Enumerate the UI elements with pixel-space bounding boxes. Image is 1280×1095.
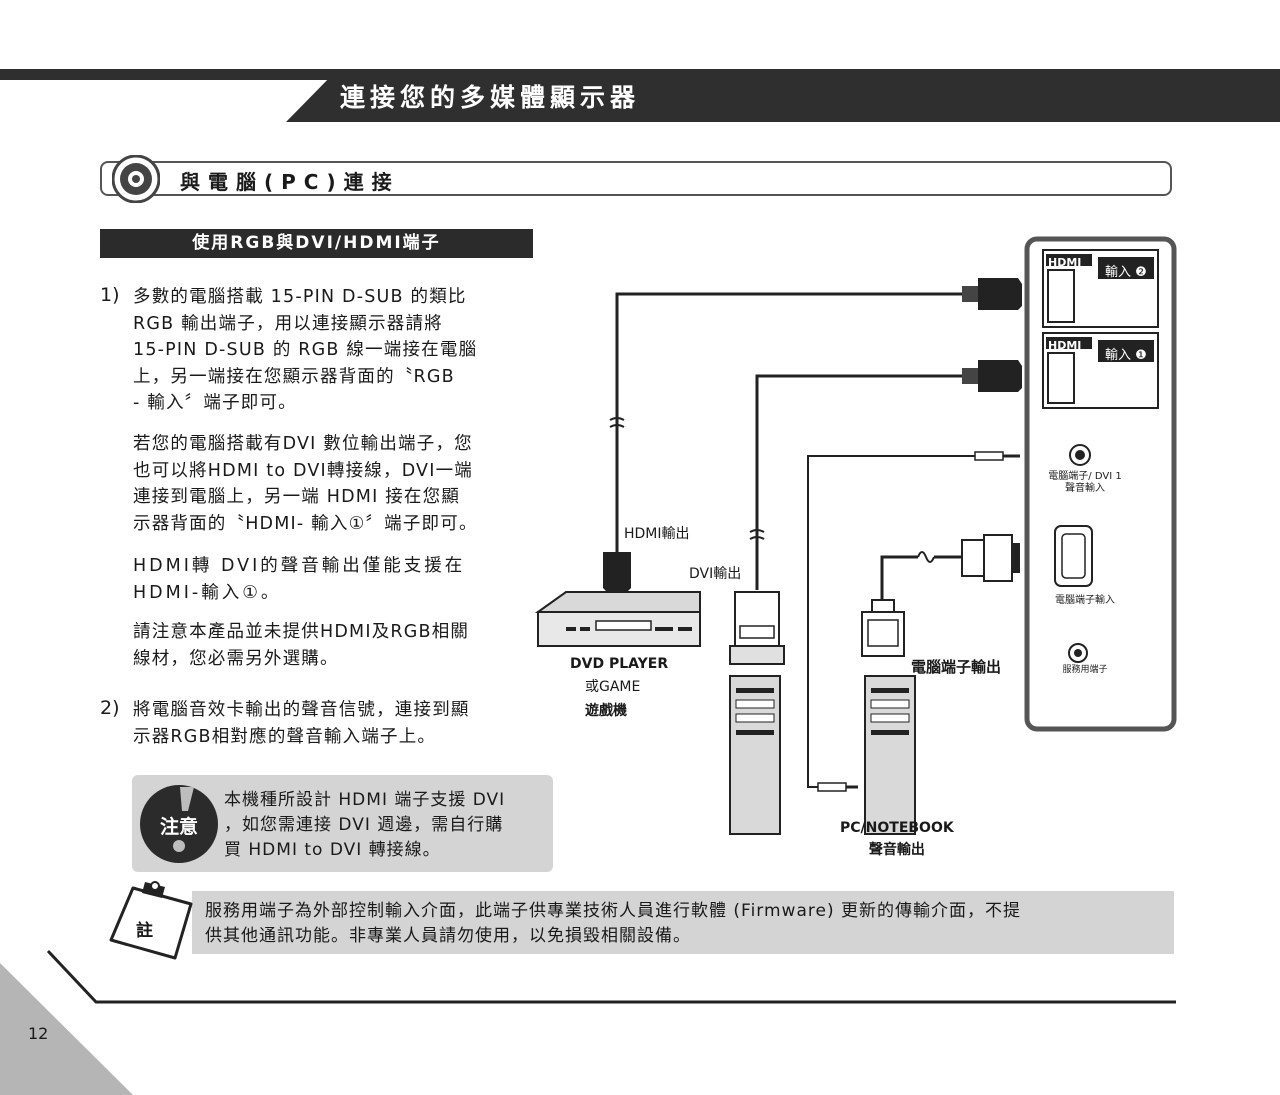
text-line: 將電腦音效卡輸出的聲音信號，連接到顯 xyxy=(133,700,470,720)
vga-cable xyxy=(880,555,918,610)
text-line: 線材，您必需另外選購。 xyxy=(133,648,339,669)
hdmi-cable-dvd xyxy=(615,292,962,552)
text-line: 請注意本產品並未提供HDMI及RGB相關 xyxy=(133,622,470,642)
hdmi-plug-dvd xyxy=(603,552,631,592)
text-line: 上，另一端接在您顯示器背面的〝RGB xyxy=(133,366,455,387)
subsection-title: 使用RGB與DVI/HDMI端子 xyxy=(100,229,533,258)
hdmi-logo-1: HDMI xyxy=(1048,339,1082,352)
memo-box xyxy=(192,891,1174,954)
text-line: 多數的電腦搭載 15-PIN D-SUB 的類比 xyxy=(133,287,467,307)
text-line: 連接到電腦上，另一端 HDMI 接在您顯 xyxy=(133,487,461,507)
memo-text: 服務用端子為外部控制輸入介面，此端子供專業技術人員進行軟體 (Firmware)… xyxy=(205,899,1155,949)
dvi-output-label: DVI輸出 xyxy=(689,566,742,582)
hdmi-dvi-cable xyxy=(755,374,962,590)
pc-input-label: 電腦端子輸入 xyxy=(1055,595,1115,606)
hdmi-input-2-label: 輸入 ❷ xyxy=(1105,265,1147,280)
section-header-bar xyxy=(100,161,1172,196)
hdmi-input-1-label: 輸入 ❶ xyxy=(1105,348,1147,363)
clipboard-icon xyxy=(109,881,193,960)
hdmi-logo-2: HDMI xyxy=(1048,256,1082,269)
dvd-player xyxy=(534,591,701,613)
text-line: 供其他通訊功能。非專業人員請勿使用，以免損毀相關設備。 xyxy=(205,926,691,946)
text-line: 買 HDMI to DVI 轉接線。 xyxy=(224,840,441,860)
text-line: - 輸入〞端子即可。 xyxy=(133,393,297,413)
step-1-number: 1) xyxy=(100,284,120,306)
text-line: HDMI轉 DVI的聲音輸出僅能支援在 xyxy=(133,556,466,576)
text-line: RGB 輸出端子，用以連接顯示器請將 xyxy=(133,313,443,334)
memo-label: 註 xyxy=(136,921,153,941)
header-banner xyxy=(0,69,1280,122)
text-line: 服務用端子為外部控制輸入介面，此端子供專業技術人員進行軟體 (Firmware)… xyxy=(205,901,1021,921)
text-line: ，如您需連接 DVI 週邊，需自行購 xyxy=(224,815,504,835)
dvi-paragraph: 若您的電腦搭載有DVI 數位輸出端子，您 也可以將HDMI to DVI轉接線，… xyxy=(133,431,533,537)
dvd-player-label: DVD PLAYER 或GAME 遊戲機 xyxy=(570,656,669,719)
vga-plug xyxy=(871,599,895,613)
footer-decoration xyxy=(0,949,1176,1095)
page-number: 12 xyxy=(28,1024,49,1043)
audio-paragraph: HDMI轉 DVI的聲音輸出僅能支援在 HDMI-輸入①。 xyxy=(133,553,528,606)
step-1-text: 多數的電腦搭載 15-PIN D-SUB 的類比 RGB 輸出端子，用以連接顯示… xyxy=(133,284,528,417)
pc-audio-input-label: 電腦端子/ DVI 1 聲音輸入 xyxy=(1048,471,1122,494)
text-line: 也可以將HDMI to DVI轉接線，DVI一端 xyxy=(133,460,473,481)
exclamation-icon xyxy=(180,787,194,811)
service-port-label: 服務用端子 xyxy=(1062,665,1108,675)
audio-cable xyxy=(807,455,975,788)
note-label: 注意 xyxy=(159,816,198,838)
note-text: 本機種所設計 HDMI 端子支援 DVI ，如您需連接 DVI 週邊，需自行購 … xyxy=(224,788,544,863)
target-icon xyxy=(112,155,160,203)
hdmi-1-port xyxy=(1047,352,1075,404)
text-line: 若您的電腦搭載有DVI 數位輸出端子，您 xyxy=(133,434,473,454)
pc-notebook-label: PC/NOTEBOOK 聲音輸出 xyxy=(840,820,954,858)
page-title: 連接您的多媒體顯示器 xyxy=(340,83,641,112)
exclamation-dot-icon xyxy=(173,840,185,852)
hdmi-2-port xyxy=(1047,269,1075,323)
section-title: 與電腦(PC)連接 xyxy=(180,170,400,194)
text-line: 示器RGB相對應的聲音輸入端子上。 xyxy=(133,726,437,747)
text-line: HDMI-輸入①。 xyxy=(133,582,282,603)
pc-port-output-label: 電腦端子輸出 xyxy=(911,658,1002,676)
text-line: 15-PIN D-SUB 的 RGB 線一端接在電腦 xyxy=(133,340,478,360)
connection-diagram xyxy=(534,236,1177,835)
hdmi-output-label: HDMI輸出 xyxy=(624,526,690,542)
text-line: 本機種所設計 HDMI 端子支援 DVI xyxy=(224,790,506,810)
step-2-text: 將電腦音效卡輸出的聲音信號，連接到顯 示器RGB相對應的聲音輸入端子上。 xyxy=(133,697,533,750)
step-2-number: 2) xyxy=(100,697,120,719)
cable-paragraph: 請注意本產品並未提供HDMI及RGB相關 線材，您必需另外選購。 xyxy=(133,619,528,672)
text-line: 示器背面的〝HDMI- 輸入①〞端子即可。 xyxy=(133,513,478,534)
